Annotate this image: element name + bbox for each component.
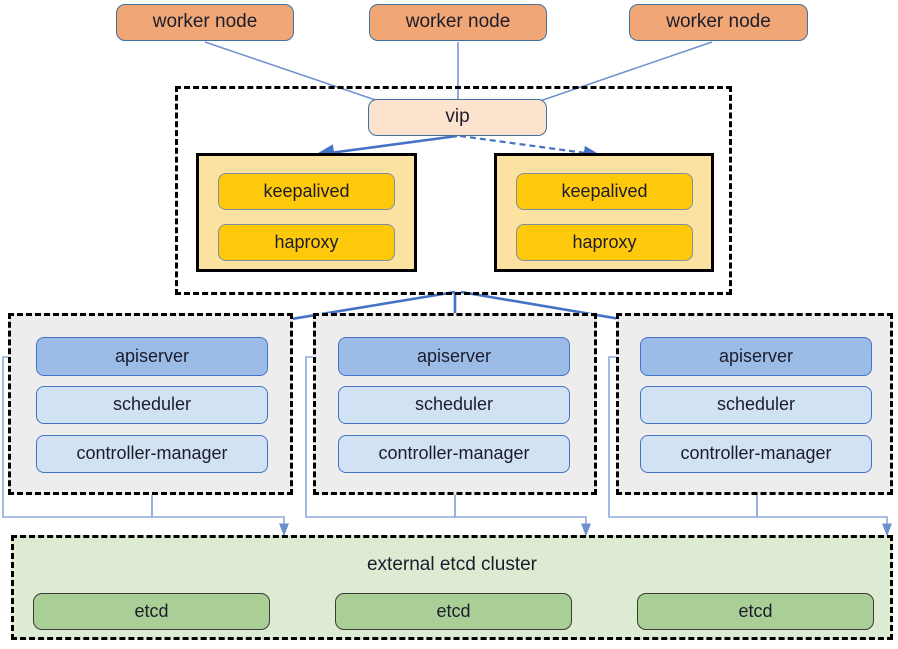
etcd-member-1[interactable]: etcd: [33, 593, 270, 630]
edge-apiserver3-to-etcd: [756, 495, 892, 537]
vip-node[interactable]: vip: [368, 99, 547, 136]
scheduler-2[interactable]: scheduler: [338, 386, 570, 424]
worker-node-2[interactable]: worker node: [369, 4, 547, 41]
controller-manager-1[interactable]: controller-manager: [36, 435, 268, 473]
haproxy-2-label: haproxy: [572, 231, 637, 252]
keepalived-2-label: keepalived: [561, 180, 648, 201]
apiserver-2-label: apiserver: [416, 345, 492, 366]
apiserver-1[interactable]: apiserver: [36, 337, 268, 376]
etcd-cluster-title: external etcd cluster: [366, 554, 538, 575]
controller-manager-3[interactable]: controller-manager: [640, 435, 872, 473]
apiserver-3-label: apiserver: [718, 345, 794, 366]
scheduler-2-label: scheduler: [414, 394, 494, 415]
scheduler-1-label: scheduler: [112, 394, 192, 415]
apiserver-3[interactable]: apiserver: [640, 337, 872, 376]
scheduler-3[interactable]: scheduler: [640, 386, 872, 424]
scheduler-1[interactable]: scheduler: [36, 386, 268, 424]
etcd-member-2-label: etcd: [436, 600, 471, 621]
etcd-member-2[interactable]: etcd: [335, 593, 572, 630]
etcd-member-3-label: etcd: [738, 600, 773, 621]
etcd-member-1-label: etcd: [134, 600, 169, 621]
vip-label: vip: [445, 106, 470, 128]
apiserver-2[interactable]: apiserver: [338, 337, 570, 376]
ha-loadbalancer-group: [175, 86, 732, 295]
controller-manager-3-label: controller-manager: [680, 443, 832, 464]
worker-node-2-label: worker node: [405, 11, 511, 33]
keepalived-1[interactable]: keepalived: [218, 173, 395, 210]
controller-manager-2[interactable]: controller-manager: [338, 435, 570, 473]
worker-node-1-label: worker node: [152, 11, 258, 33]
edge-apiserver1-to-etcd: [151, 495, 289, 537]
controller-manager-1-label: controller-manager: [76, 443, 228, 464]
apiserver-1-label: apiserver: [114, 345, 190, 366]
etcd-member-3[interactable]: etcd: [637, 593, 874, 630]
worker-node-3-label: worker node: [666, 11, 771, 33]
controller-manager-2-label: controller-manager: [378, 443, 530, 464]
worker-node-3[interactable]: worker node: [629, 4, 808, 41]
haproxy-2[interactable]: haproxy: [516, 224, 693, 261]
worker-node-1[interactable]: worker node: [116, 4, 294, 41]
keepalived-1-label: keepalived: [263, 180, 350, 201]
haproxy-1-label: haproxy: [274, 231, 339, 252]
scheduler-3-label: scheduler: [716, 394, 796, 415]
keepalived-2[interactable]: keepalived: [516, 173, 693, 210]
haproxy-1[interactable]: haproxy: [218, 224, 395, 261]
edge-apiserver2-to-etcd: [454, 495, 591, 537]
